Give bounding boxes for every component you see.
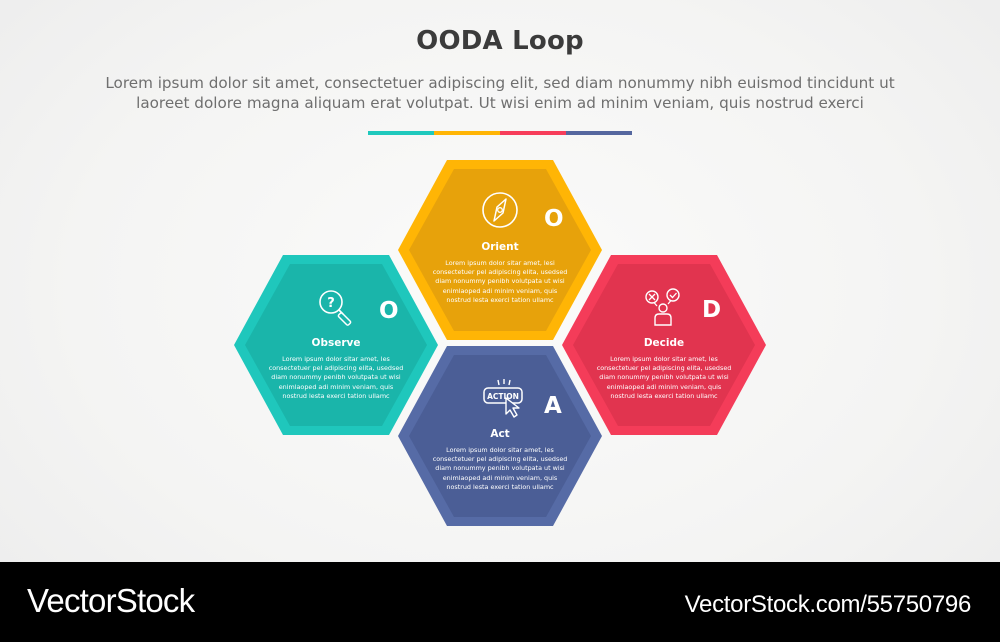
stage-label: Act [490, 428, 510, 440]
person-decision-icon [645, 288, 680, 326]
hexagon-shape [234, 255, 438, 435]
hexagon-shape [398, 346, 602, 526]
brand-logo: VectorStock [27, 582, 195, 619]
hexagon-orient: O Orient Lorem ipsum dolor sitar amet, l… [398, 160, 602, 340]
svg-text:?: ? [327, 296, 335, 311]
compass-icon [482, 192, 518, 228]
divider-segment-yellow [434, 131, 500, 135]
stage-label: Observe [311, 337, 361, 349]
hexagon-shape [398, 160, 602, 340]
hexagon-act: ACTION A Act Lorem ipsum dolor sitar ame… [398, 346, 602, 526]
action-button-cursor-icon: ACTION [483, 379, 523, 418]
stock-url: VectorStock.com/55750796 [684, 591, 972, 618]
hexagon-observe: ? O Observe Lorem ipsum dolor sitar amet… [234, 255, 438, 435]
stage-description: Lorem ipsum dolor sitar amet, les consec… [432, 446, 568, 491]
stage-letter: D [702, 297, 722, 323]
divider-segment-red [500, 131, 566, 135]
watermark-footer: VectorStock VectorStock.com/55750796 [0, 562, 1000, 642]
stage-description: Lorem ipsum dolor sitar amet, lesi conse… [432, 259, 568, 304]
subtitle-line-2: laoreet dolore magna aliquam erat volutp… [136, 94, 864, 112]
page-title: OODA Loop [416, 26, 584, 56]
hexagon-shape [562, 255, 766, 435]
stage-letter: O [544, 206, 564, 232]
stage-label: Orient [481, 241, 519, 253]
magnifier-question-icon: ? [319, 290, 352, 326]
page-subtitle: Lorem ipsum dolor sit amet, consectetuer… [60, 73, 940, 113]
divider-segment-teal [368, 131, 434, 135]
hexagon-decide: D Decide Lorem ipsum dolor sitar amet, l… [562, 255, 766, 435]
stage-description: Lorem ipsum dolor sitar amet, les consec… [596, 355, 732, 400]
color-divider [368, 131, 632, 135]
stage-description: Lorem ipsum dolor sitar amet, les consec… [268, 355, 404, 400]
divider-segment-blue [566, 131, 632, 135]
stage-label: Decide [643, 337, 685, 349]
stage-letter: O [379, 298, 399, 324]
subtitle-line-1: Lorem ipsum dolor sit amet, consectetuer… [105, 74, 895, 92]
svg-text:ACTION: ACTION [487, 392, 519, 401]
stage-letter: A [544, 393, 562, 419]
